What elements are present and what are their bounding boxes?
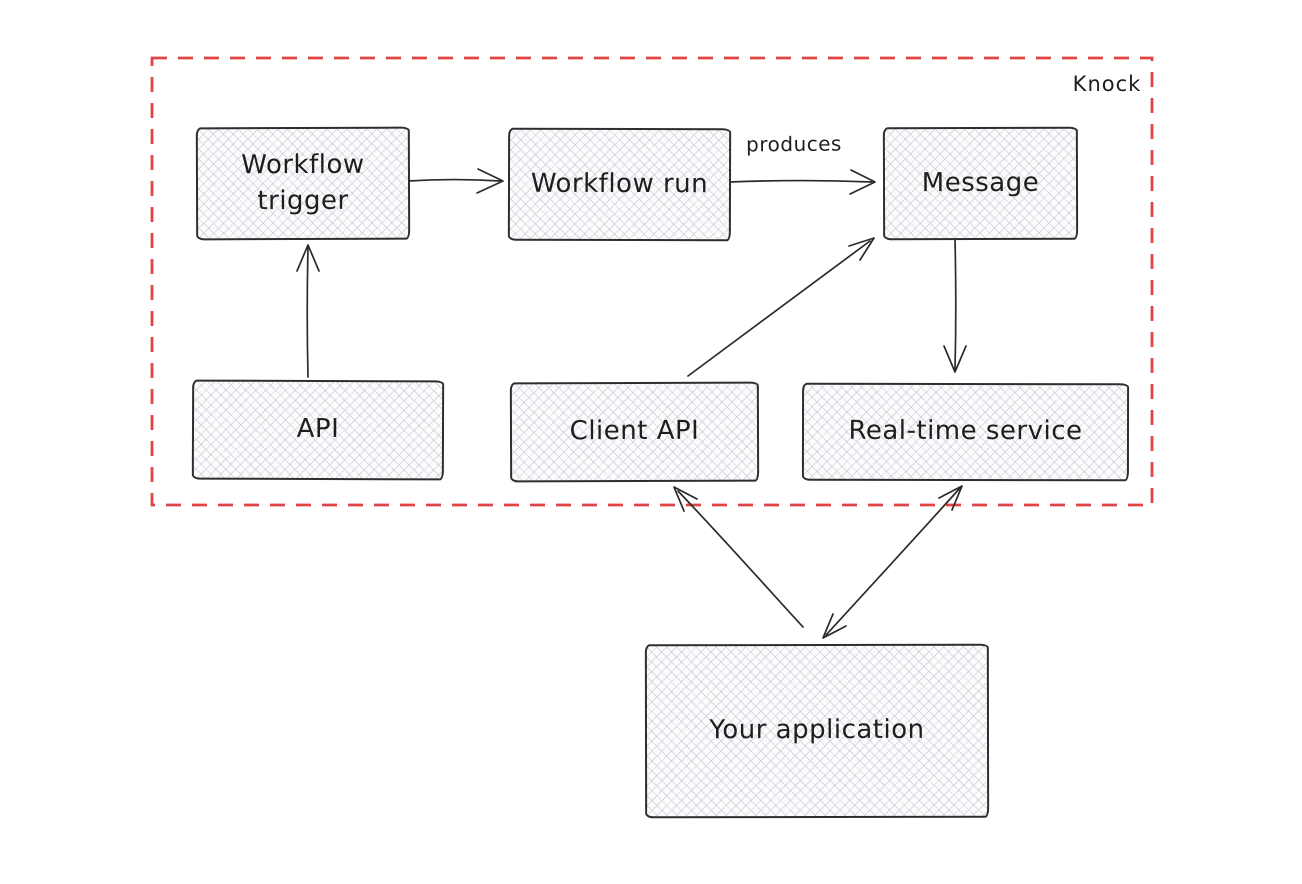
arrow-trigger-to-run-line xyxy=(407,178,501,182)
arrow-api-to-trigger-head xyxy=(296,244,320,272)
node-api: API xyxy=(191,379,445,481)
arrow-message-to-realtime-head xyxy=(943,345,967,373)
node-message-label: Message xyxy=(921,167,1040,199)
node-client-api: Client API xyxy=(509,381,760,483)
arrow-message-to-realtime-line xyxy=(954,238,957,371)
arrow-trigger-to-run-head xyxy=(476,168,504,194)
knock-frame-border xyxy=(150,56,1154,507)
arrow-yourapp-realtime-head-bottom xyxy=(822,613,847,639)
node-your-application: Your application xyxy=(644,643,990,819)
knock-frame-label: Knock xyxy=(1072,72,1142,96)
node-real-time-service-label: Real-time service xyxy=(848,416,1083,447)
arrow-yourapp-to-clientapi-head xyxy=(673,486,698,512)
node-api-label: API xyxy=(296,414,340,445)
arrow-clientapi-to-message-head xyxy=(848,237,875,261)
arrow-run-to-message-line xyxy=(729,179,873,183)
arrow-yourapp-realtime-line xyxy=(825,487,961,636)
node-your-application-label: Your application xyxy=(709,715,925,746)
node-workflow-run: Workflow run xyxy=(507,127,732,242)
node-real-time-service: Real-time service xyxy=(801,382,1130,482)
edge-label-produces: produces xyxy=(745,131,843,157)
arrow-api-to-trigger-line xyxy=(306,246,309,378)
arrow-yourapp-to-clientapi-line xyxy=(677,490,804,628)
node-client-api-label: Client API xyxy=(569,416,700,447)
arrow-run-to-message-head xyxy=(849,169,876,195)
arrow-yourapp-realtime-head-top xyxy=(938,485,963,511)
node-workflow-trigger: Workflow trigger xyxy=(195,126,411,241)
arrow-clientapi-to-message-line xyxy=(687,240,871,377)
node-workflow-trigger-label: Workflow trigger xyxy=(241,150,365,216)
node-message: Message xyxy=(882,126,1079,241)
node-workflow-run-label: Workflow run xyxy=(530,168,709,200)
